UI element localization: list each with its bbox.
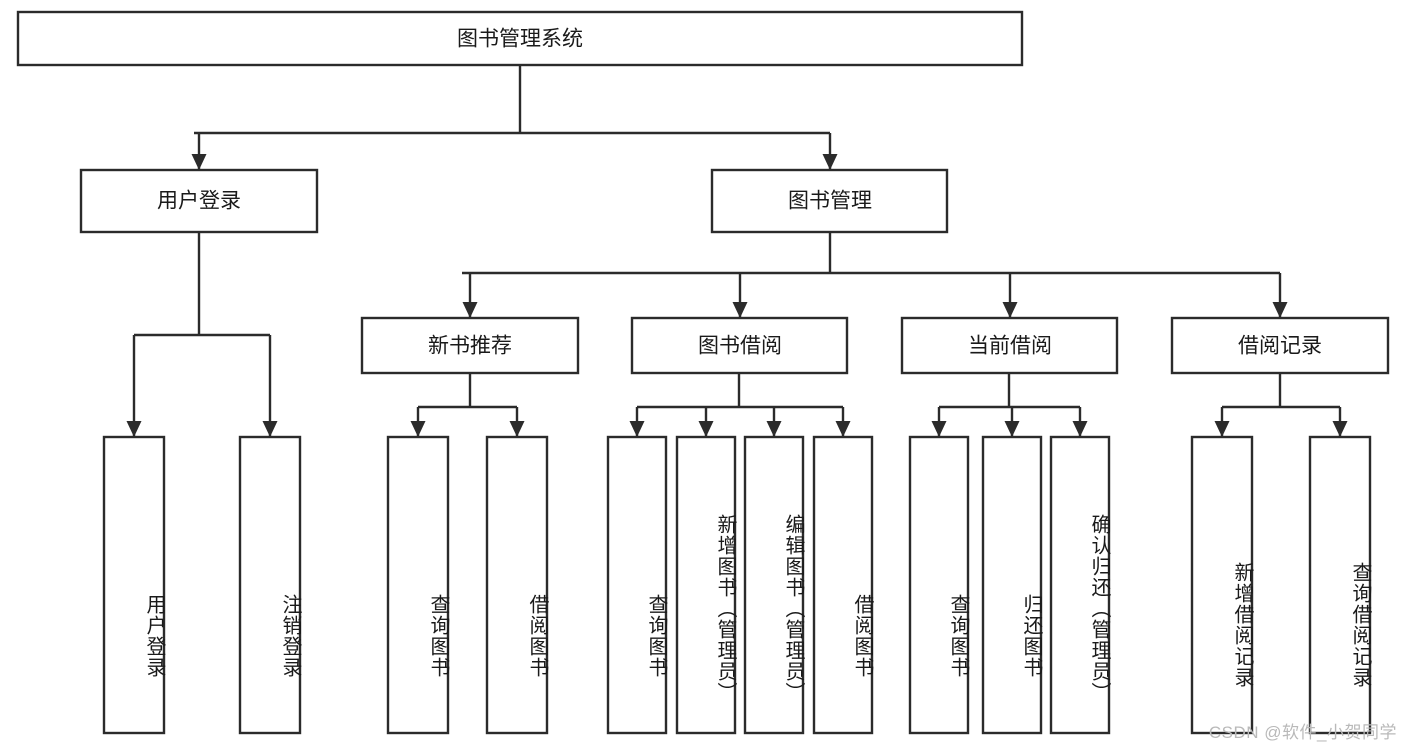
arrow-head-icon [766,421,782,437]
arrow-head-icon [1332,421,1348,437]
arrow-head-icon [262,421,278,437]
csdn-watermark: CSDN @软件_小贺同学 [1208,723,1397,742]
arrow-head-icon [1002,302,1018,318]
node-box-leaf-borrow-book-1[interactable] [485,435,549,735]
boxes-layer [16,10,1390,735]
node-box-leaf-add-book[interactable] [675,435,737,735]
node-box-root[interactable] [16,10,1024,67]
node-box-leaf-confirm-return[interactable] [1049,435,1111,735]
node-box-leaf-query-book-3[interactable] [908,435,970,735]
node-box-book-borrow[interactable] [630,316,849,375]
arrow-head-icon [462,302,478,318]
node-box-user-login[interactable] [79,168,319,234]
arrow-head-icon [126,421,142,437]
node-label-book-borrow: 图书借阅 [698,335,782,358]
node-box-new-book-rec[interactable] [360,316,580,375]
node-label-root: 图书管理系统 [457,28,583,51]
node-label-book-manage: 图书管理 [788,190,872,213]
node-label-current-borrow: 当前借阅 [968,335,1052,358]
node-box-leaf-edit-book[interactable] [743,435,805,735]
arrow-head-icon [629,421,645,437]
arrow-head-icon [1072,421,1088,437]
arrow-head-icon [1004,421,1020,437]
node-box-leaf-logout[interactable] [238,435,302,735]
node-box-leaf-user-login[interactable] [102,435,166,735]
node-box-borrow-record[interactable] [1170,316,1390,375]
arrow-head-icon [822,154,838,170]
arrow-head-icon [1214,421,1230,437]
node-box-leaf-return-book[interactable] [981,435,1043,735]
connectors-layer [126,65,1348,437]
arrow-head-icon [835,421,851,437]
node-label-user-login: 用户登录 [157,190,241,213]
node-box-leaf-query-record[interactable] [1308,435,1372,735]
node-box-leaf-query-book-2[interactable] [606,435,668,735]
node-label-borrow-record: 借阅记录 [1238,335,1322,358]
arrow-head-icon [191,154,207,170]
arrow-head-icon [732,302,748,318]
arrow-head-icon [1272,302,1288,318]
arrow-head-icon [509,421,525,437]
arrow-head-icon [931,421,947,437]
node-box-current-borrow[interactable] [900,316,1119,375]
node-box-leaf-borrow-book-2[interactable] [812,435,874,735]
node-box-leaf-query-book-1[interactable] [386,435,450,735]
node-box-leaf-add-record[interactable] [1190,435,1254,735]
node-box-book-manage[interactable] [710,168,949,234]
node-label-new-book-rec: 新书推荐 [428,335,512,358]
arrow-head-icon [410,421,426,437]
arrow-head-icon [698,421,714,437]
